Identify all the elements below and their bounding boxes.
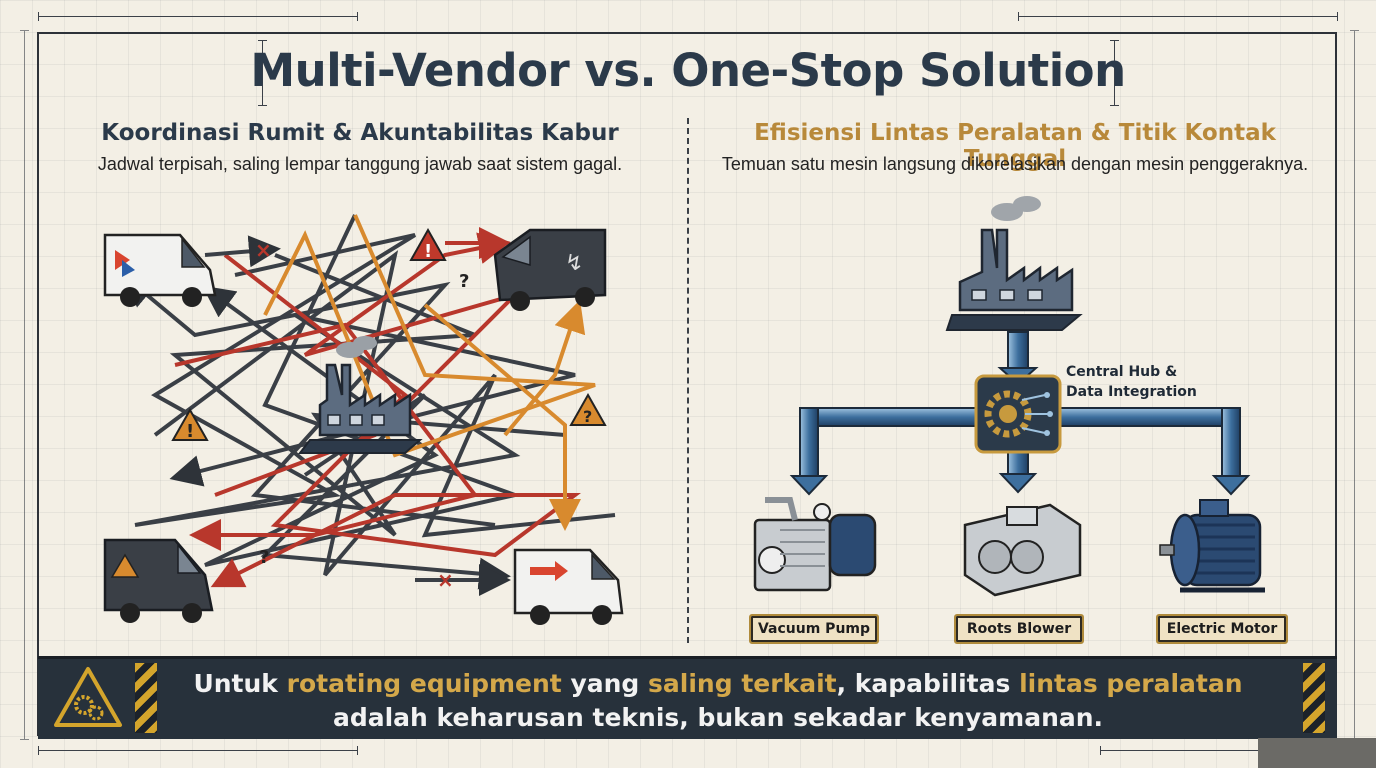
conclusion-line2: adalah keharusan teknis, bukan sekadar k… xyxy=(332,703,1104,732)
factory-icon xyxy=(297,336,423,454)
hazard-stripe xyxy=(1303,663,1325,733)
dimension-mark xyxy=(20,30,29,740)
one-stop-diagram xyxy=(753,196,1265,597)
hazard-stripe xyxy=(135,663,157,733)
page-title: Multi-Vendor vs. One-Stop Solution xyxy=(250,44,1126,97)
van-icon xyxy=(103,538,214,623)
dimension-mark xyxy=(258,40,267,106)
svg-text:?: ? xyxy=(459,271,469,292)
right-subheading: Temuan satu mesin langsung dikorelasikan… xyxy=(721,154,1309,174)
electric-motor-icon xyxy=(1159,499,1265,593)
svg-text:?: ? xyxy=(259,547,269,568)
svg-text:?: ? xyxy=(583,407,592,426)
vacuum-pump-icon xyxy=(753,497,877,592)
warning-gears-icon xyxy=(54,667,122,727)
equipment-label-electric-motor: Electric Motor xyxy=(1156,614,1288,644)
dimension-mark xyxy=(1350,30,1359,740)
svg-text:×: × xyxy=(255,238,272,262)
hub-label-line1: Central Hub & xyxy=(1066,364,1178,380)
corner-block xyxy=(1258,738,1376,768)
svg-text:↯: ↯ xyxy=(565,251,583,276)
svg-text:!: ! xyxy=(186,421,194,442)
hub-label: Central Hub & Data Integration xyxy=(1066,362,1197,402)
multi-vendor-diagram: × × ? ? ! ! ? ↯ xyxy=(103,214,624,625)
van-icon xyxy=(513,548,624,625)
svg-text:×: × xyxy=(437,568,454,592)
hub-gear-icon xyxy=(974,374,1062,454)
dimension-mark xyxy=(1018,12,1338,21)
equipment-label-vacuum-pump: Vacuum Pump xyxy=(749,614,879,644)
hub-label-line2: Data Integration xyxy=(1066,384,1197,400)
dimension-mark xyxy=(1110,40,1119,106)
van-icon xyxy=(103,233,217,307)
conclusion-line1: Untuk rotating equipment yang saling ter… xyxy=(193,669,1243,698)
van-icon: ↯ xyxy=(493,228,607,311)
conclusion-text: Untuk rotating equipment yang saling ter… xyxy=(188,667,1248,735)
factory-icon xyxy=(945,196,1083,331)
dimension-mark xyxy=(38,746,358,755)
equipment-label-roots-blower: Roots Blower xyxy=(954,614,1084,644)
dimension-mark xyxy=(38,12,358,21)
left-subheading: Jadwal terpisah, saling lempar tanggung … xyxy=(97,154,623,174)
roots-blower-icon xyxy=(963,503,1082,597)
conclusion-banner: Untuk rotating equipment yang saling ter… xyxy=(38,656,1337,739)
left-heading: Koordinasi Rumit & Akuntabilitas Kabur xyxy=(101,120,619,146)
warning-icon: ! xyxy=(409,227,447,262)
section-divider xyxy=(687,118,689,643)
right-heading: Efisiensi Lintas Peralatan & Titik Konta… xyxy=(754,120,1276,172)
svg-text:!: ! xyxy=(424,241,432,262)
